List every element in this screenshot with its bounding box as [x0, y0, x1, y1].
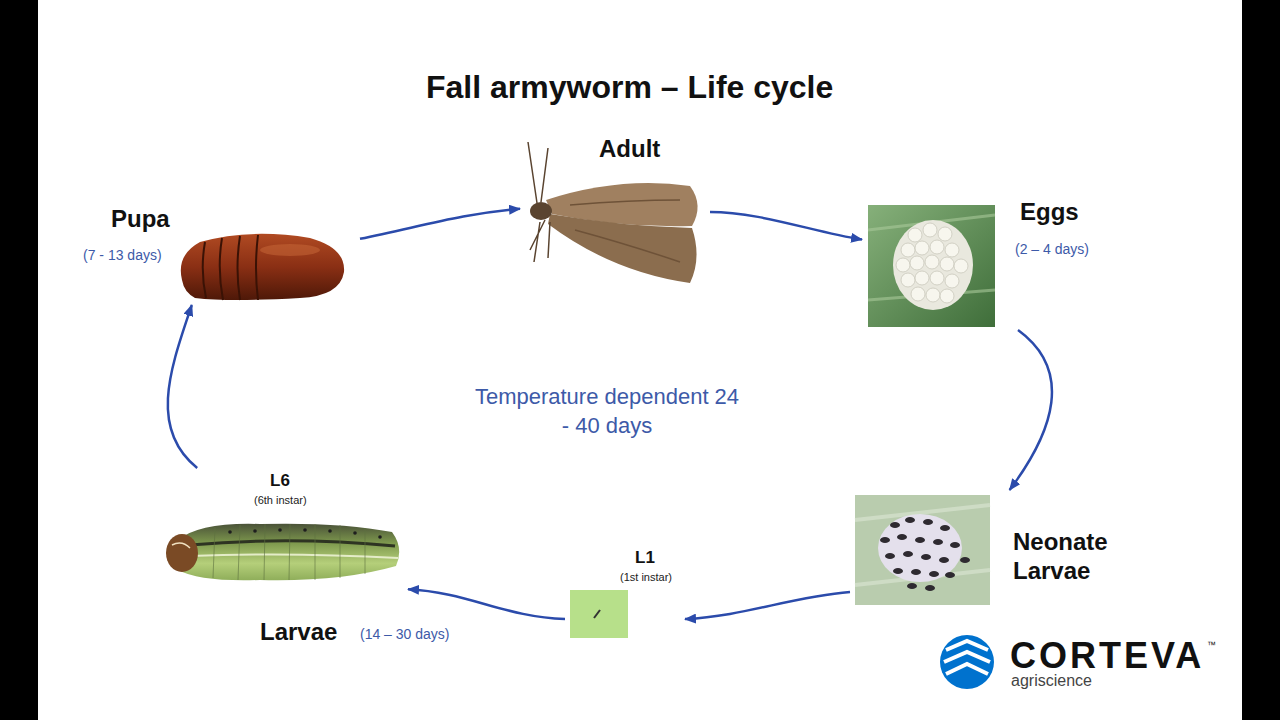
neonate-stage: Neonate Larvae	[850, 490, 1130, 610]
first-instar-stage: L1 (1st instar)	[565, 545, 685, 640]
caterpillar-picture	[166, 524, 399, 581]
stage-name: Adult	[599, 135, 660, 164]
pupa-picture	[181, 234, 344, 300]
eggs-stage: Eggs (2 – 4 days)	[862, 195, 1122, 330]
side-bar	[1242, 0, 1280, 720]
cycle-note: Temperature dependent 24 - 40 days	[472, 383, 742, 440]
trademark-mark: ™	[1207, 640, 1216, 651]
stage-duration: (7 - 13 days)	[83, 247, 162, 264]
sixth-instar-stage: L6 (6th instar)	[160, 468, 408, 593]
cycle-arrow	[1010, 330, 1052, 490]
moth-picture	[528, 142, 698, 283]
stage-name: Eggs	[1020, 198, 1079, 227]
side-bar	[0, 0, 38, 720]
instar-note: (1st instar)	[620, 571, 672, 584]
instar-name: L1	[635, 548, 655, 568]
cycle-arrow	[360, 209, 520, 239]
cycle-arrow	[168, 305, 197, 468]
stage-name: Larvae	[260, 618, 337, 647]
cycle-arrow	[408, 589, 565, 619]
adult-stage: Adult	[520, 132, 710, 292]
stage-name: Pupa	[111, 205, 170, 234]
eggs-picture	[868, 205, 995, 327]
diagram-title: Fall armyworm – Life cycle	[426, 68, 833, 106]
corteva-logo-mark	[940, 635, 994, 689]
stage-duration: (14 – 30 days)	[360, 626, 450, 643]
instar-note: (6th instar)	[254, 494, 307, 507]
stage-name: Neonate Larvae	[1013, 528, 1125, 586]
cycle-arrow	[710, 212, 862, 240]
instar-name: L6	[270, 471, 290, 491]
first-instar-picture	[570, 590, 628, 638]
pupa-stage: Pupa (7 - 13 days)	[70, 200, 360, 305]
neonate-picture	[855, 495, 990, 605]
cycle-arrow	[685, 592, 850, 619]
brand-subtitle: agriscience	[1011, 671, 1092, 690]
brand-name: CORTEVA	[1010, 634, 1204, 677]
stage-duration: (2 – 4 days)	[1015, 241, 1089, 258]
